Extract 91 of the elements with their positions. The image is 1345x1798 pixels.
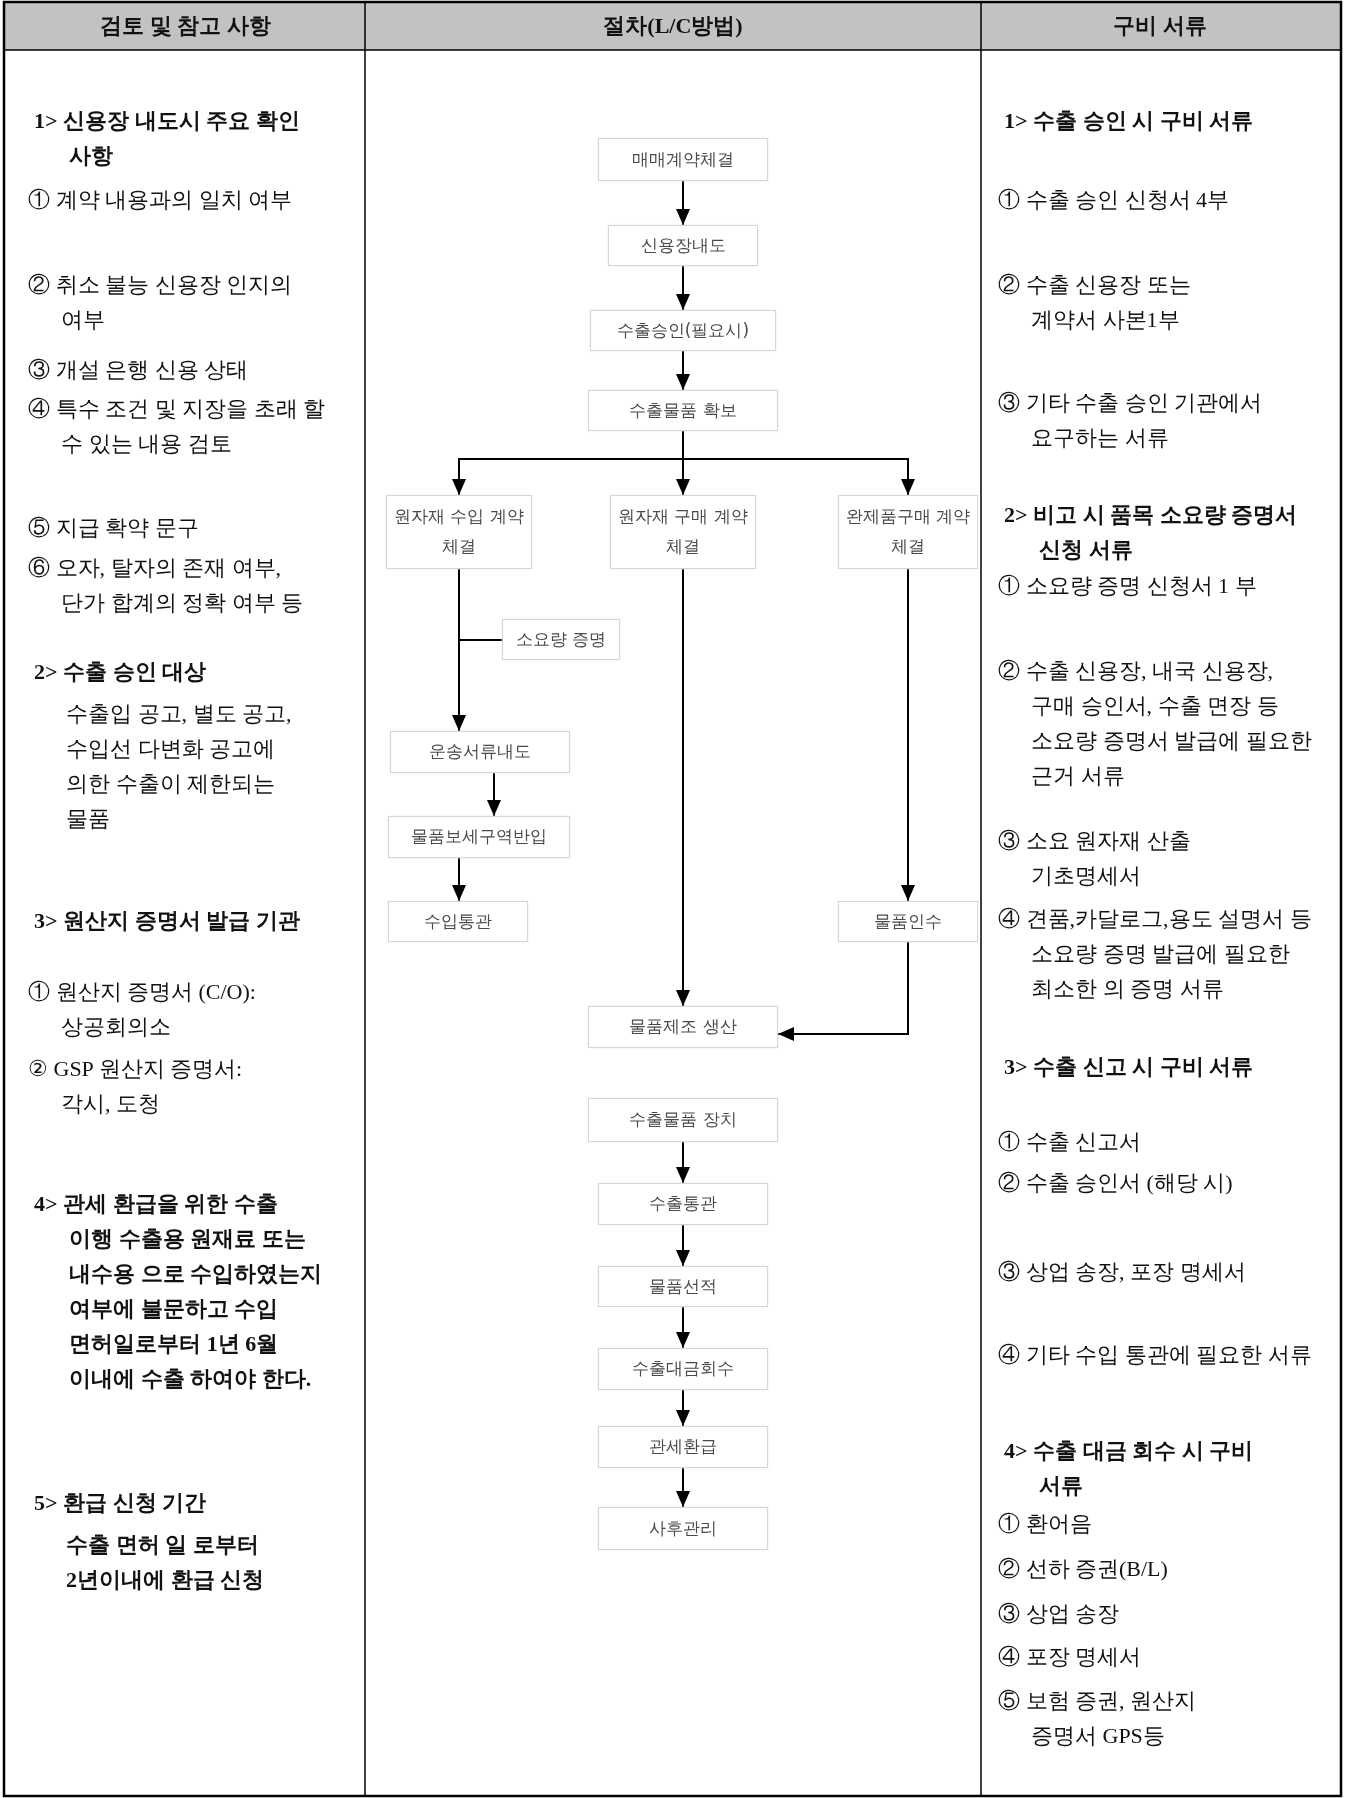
arrow [452, 568, 466, 732]
body-text: 수출입 공고, 별도 공고, 수입선 다변화 공고에 의한 수출이 제한되는 물품 [66, 700, 293, 833]
list-item: ① 계약 내용과의 일치 여부 [28, 186, 293, 214]
arrow [487, 772, 501, 817]
section-heading: 1> 신용장 내도시 주요 확인 사항 [34, 107, 301, 170]
section-heading: 2> 수출 승인 대상 [34, 658, 208, 686]
list-item: ③ 상업 송장 [998, 1600, 1120, 1628]
column-header: 절차(L/C방법) [602, 12, 744, 40]
process-box [598, 138, 768, 181]
column-header: 구비 서류 [1112, 12, 1208, 40]
step-label: 사후관리 [649, 1516, 717, 1540]
arrow [777, 941, 909, 1041]
process-box [610, 495, 756, 569]
list-item: ① 환어음 [998, 1510, 1093, 1538]
arrow [676, 1467, 690, 1508]
list-item: ② 수출 승인서 (해당 시) [998, 1169, 1234, 1197]
process-box [598, 1183, 768, 1225]
step-label: 수출물품 장치 [629, 1108, 737, 1132]
step-label: 물품선적 [649, 1274, 717, 1298]
step-label: 물품제조 생산 [629, 1015, 737, 1039]
process-box [838, 901, 978, 942]
list-item: ⑤ 보험 증권, 원산지 증명서 GPS등 [998, 1687, 1197, 1750]
step-label: 관세환급 [649, 1435, 717, 1459]
process-box [588, 1098, 778, 1142]
list-item: ① 수출 승인 신청서 4부 [998, 186, 1230, 214]
list-item: ① 원산지 증명서 (C/O):상공회의소 [28, 978, 257, 1041]
step-label: 완제품구매 계약체결 [844, 505, 972, 558]
step-label: 수출대금회수 [632, 1357, 734, 1381]
step-label: 물품보세구역반입 [411, 825, 547, 849]
list-item: ② 선하 증권(B/L) [998, 1555, 1169, 1583]
process-box [388, 816, 570, 858]
step-label: 원자재 수입 계약체결 [393, 505, 525, 558]
section-heading: 3> 원산지 증명서 발급 기관 [34, 907, 301, 935]
column-header: 검토 및 참고 사항 [99, 12, 272, 40]
step-label: 신용장내도 [640, 233, 726, 257]
step-label: 수입통관 [424, 909, 492, 933]
list-item: ① 소요량 증명 신청서 1 부 [998, 572, 1258, 600]
arrow [682, 430, 915, 496]
section-heading: 4> 수출 대금 회수 시 구비 서류 [1004, 1437, 1255, 1500]
process-box [588, 390, 778, 431]
list-item: ④ 포장 명세서 [998, 1643, 1142, 1671]
step-label: 소요량 증명 [515, 627, 607, 651]
list-item: ④ 기타 수입 통관에 필요한 서류 [998, 1341, 1313, 1369]
section-heading: 2> 비고 시 품목 소요량 증명서 신청 서류 [1004, 501, 1299, 564]
list-item: ③ 기타 수출 승인 기관에서 요구하는 서류 [998, 389, 1263, 452]
process-box [390, 731, 570, 773]
list-item: ④ 견품,카달로그,용도 설명서 등 소요량 증명 발급에 필요한 최소한 의 증명 서류 [998, 905, 1313, 1003]
list-item: ② 취소 불능 신용장 인지의 여부 [28, 271, 293, 334]
step-label: 수출통관 [649, 1192, 717, 1216]
section-heading: 1> 수출 승인 시 구비 서류 [1004, 107, 1255, 135]
process-box [386, 495, 532, 569]
process-box [388, 901, 528, 942]
process-box [598, 1266, 768, 1307]
arrow [676, 1141, 690, 1184]
arrow [676, 350, 690, 391]
step-label: 운송서류내도 [429, 740, 531, 764]
process-box [502, 619, 620, 660]
process-box [838, 495, 978, 569]
arrow [676, 1389, 690, 1427]
list-item: ① 수출 신고서 [998, 1128, 1142, 1156]
step-label: 원자재 구매 계약체결 [617, 505, 749, 558]
arrow [676, 1306, 690, 1349]
arrow [676, 1224, 690, 1267]
list-item: ⑥ 오자, 탈자의 존재 여부, 단가 합계의 정확 여부 등 [28, 554, 304, 617]
arrow [676, 568, 690, 1007]
list-item: ② 수출 신용장 또는 계약서 사본1부 [998, 271, 1192, 334]
step-label: 수출물품 확보 [629, 398, 737, 422]
section-heading: 4> 관세 환급을 위한 수출 이행 수출용 원재료 또는 내수용 으로 수입하였는지 여부에 불문하고 수입 면허일로부터 1년 6월 이내에 수출 하여야 한다. [34, 1190, 324, 1393]
arrow [452, 857, 466, 902]
process-box [608, 225, 758, 266]
section-heading: 3> 수출 신고 시 구비 서류 [1004, 1053, 1255, 1081]
process-box [598, 1348, 768, 1390]
arrow [901, 568, 915, 902]
body-text: 수출 면허 일 로부터 2년이내에 환급 신청 [66, 1531, 265, 1594]
step-label: 물품인수 [874, 909, 942, 933]
step-label: 수출승인(필요시) [616, 318, 750, 342]
process-box [590, 310, 776, 351]
list-item: ⑤ 지급 확약 문구 [28, 514, 200, 542]
arrow [676, 265, 690, 311]
step-label: 매매계약체결 [632, 147, 734, 171]
list-item: ③ 소요 원자재 산출 기초명세서 [998, 827, 1192, 890]
list-item: ② GSP 원산지 증명서: 각시, 도청 [28, 1055, 244, 1118]
list-item: ③ 개설 은행 신용 상태 [28, 356, 249, 384]
list-item: ③ 상업 송장, 포장 명세서 [998, 1258, 1247, 1286]
process-box [588, 1006, 778, 1048]
list-item: ② 수출 신용장, 내국 신용장, 구매 승인서, 수출 면장 등 소요량 증명서 발급에 필요한 근거 서류 [998, 657, 1313, 790]
process-box [598, 1426, 768, 1468]
list-item: ④ 특수 조건 및 지장을 초래 할 수 있는 내용 검토 [28, 395, 326, 458]
process-box [598, 1507, 768, 1550]
section-heading: 5> 환급 신청 기간 [34, 1489, 208, 1517]
arrow [676, 180, 690, 226]
